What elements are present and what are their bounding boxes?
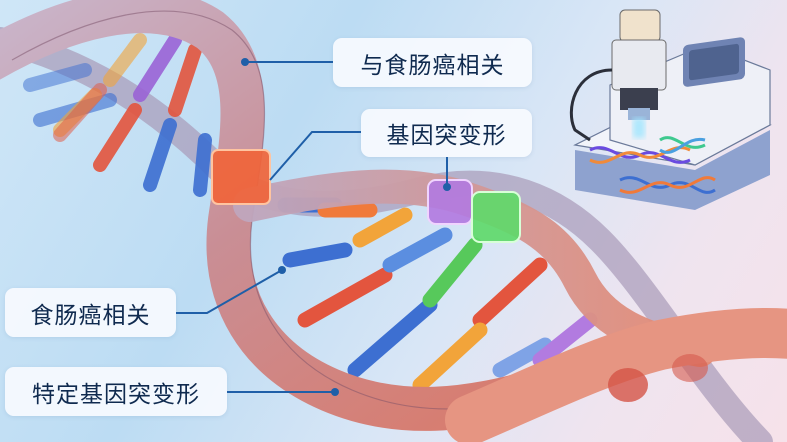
dna-sequencer [569,9,772,210]
label-gene-mutation: 基因突变形 [361,109,532,157]
label-related-to-esophageal-cancer: 与食肠癌相关 [333,38,532,87]
label-esophageal-cancer-related: 食肠癌相关 [5,288,176,337]
leader-lines [176,61,448,393]
orange-band [211,149,271,205]
green-band [471,191,521,243]
label-specific-gene-mutation: 特定基因突变形 [5,367,227,416]
